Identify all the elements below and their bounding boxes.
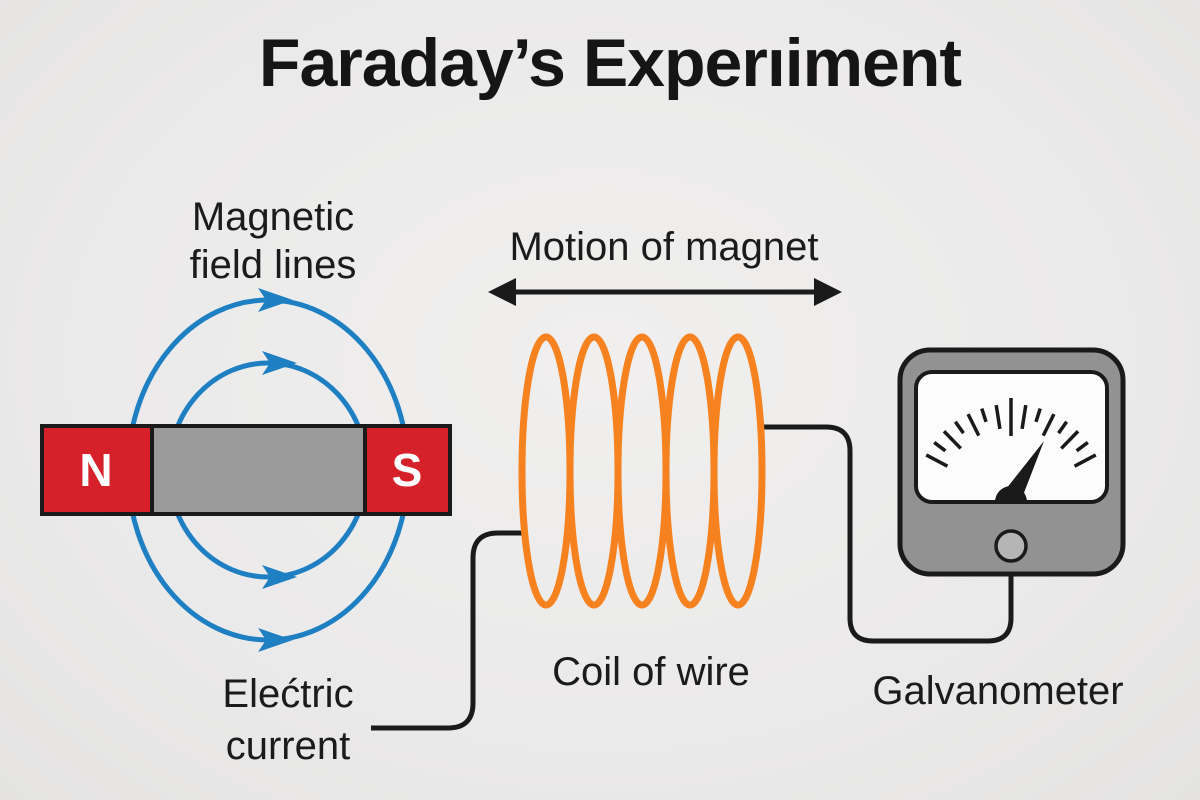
current-label-line1: Elećtric	[222, 672, 354, 716]
dial-tick	[1075, 441, 1089, 453]
field-lines-label: Magnetic field lines	[190, 193, 357, 289]
coil-loop	[614, 333, 670, 609]
field-lines-label-line2: field lines	[189, 243, 357, 287]
motion-arrow	[488, 278, 842, 306]
current-label: Elećtric current	[222, 668, 353, 772]
motion-label: Motion of magnet	[509, 225, 819, 269]
dial-tick	[1057, 420, 1069, 435]
coil-of-wire	[518, 333, 766, 609]
coil-label: Coil of wire	[552, 650, 750, 694]
coil-loop	[518, 333, 574, 609]
galvanometer-knob	[994, 529, 1028, 563]
dial-tick	[966, 413, 981, 437]
north-pole-label: N	[79, 444, 113, 496]
magnet-bar	[150, 424, 367, 516]
dial-tick	[994, 404, 1002, 430]
coil-loop	[710, 333, 766, 609]
dial-tick	[1034, 408, 1042, 423]
current-label-line2: current	[225, 724, 351, 768]
wire-to-galvanometer	[758, 424, 1014, 644]
dial-tick	[980, 408, 988, 423]
dial-tick	[925, 453, 949, 468]
dial-tick	[1020, 404, 1028, 430]
dial-tick	[1073, 453, 1097, 468]
dial-tick	[1060, 430, 1080, 450]
dial-tick	[1041, 413, 1056, 437]
south-pole	[363, 424, 452, 516]
field-lines-label-line1: Magnetic	[191, 195, 355, 239]
galvanometer	[897, 347, 1126, 577]
motion-arrow-left-icon	[488, 278, 516, 306]
coil-loop	[662, 333, 718, 609]
circuit-wires	[371, 424, 1014, 731]
motion-arrow-right-icon	[814, 278, 842, 306]
dial-tick	[942, 430, 962, 450]
dial-ticks	[925, 398, 1097, 468]
dial-tick	[953, 420, 965, 435]
needle-pivot	[995, 486, 1027, 502]
bar-magnet	[40, 424, 452, 516]
south-pole-label: S	[391, 444, 423, 496]
north-pole	[40, 424, 154, 516]
page-title: Faraday’s Experıiment	[258, 25, 962, 101]
galvanometer-label: Galvanometer	[872, 669, 1124, 713]
coil-loop	[566, 333, 622, 609]
wire-to-current-label	[371, 530, 527, 731]
dial-tick	[933, 441, 947, 453]
